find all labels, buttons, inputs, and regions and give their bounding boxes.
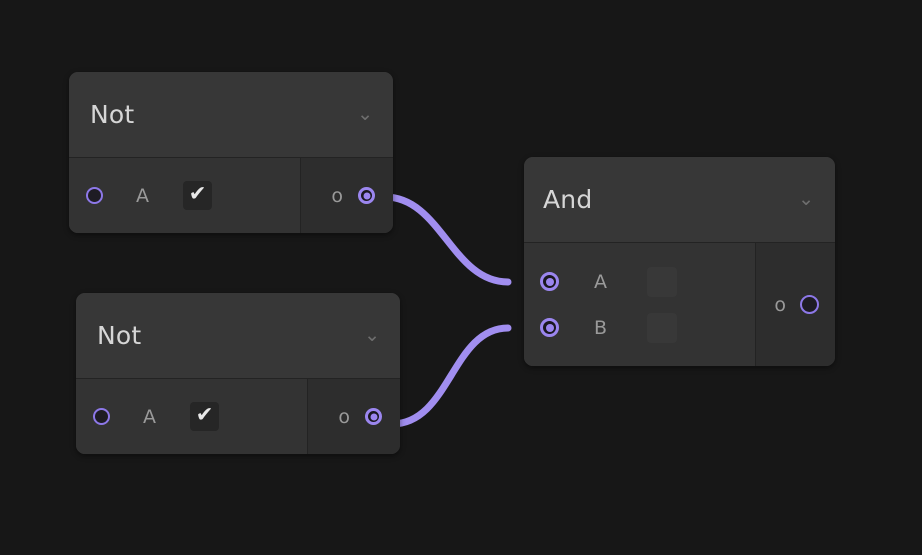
output-port-o[interactable] xyxy=(365,408,382,425)
output-port-label-o: o xyxy=(774,293,786,316)
output-row: o xyxy=(308,379,382,454)
input-checkbox-a[interactable] xyxy=(647,266,677,297)
node-header[interactable]: Not ⌄ xyxy=(69,72,393,157)
node-header[interactable]: Not ⌄ xyxy=(76,293,400,378)
input-port-label-a: A xyxy=(594,270,607,293)
wire-not2-to-and-b[interactable] xyxy=(388,324,512,428)
node-body: A ✔ o xyxy=(76,379,400,454)
node-title: Not xyxy=(97,321,142,350)
input-port-a[interactable] xyxy=(93,408,110,425)
input-checkbox-a[interactable]: ✔ xyxy=(190,402,219,431)
input-port-label-b: B xyxy=(594,316,608,339)
output-row: o xyxy=(756,282,819,328)
input-row: A xyxy=(540,259,755,305)
node-header-divider xyxy=(76,378,400,379)
check-icon: ✔ xyxy=(195,402,214,427)
input-port-a[interactable] xyxy=(86,187,103,204)
node-outputs-column: o xyxy=(755,243,835,366)
node-outputs-column: o xyxy=(300,158,393,233)
output-port-label-o: o xyxy=(338,405,350,428)
node-title: And xyxy=(543,185,593,214)
node-header[interactable]: And ⌄ xyxy=(524,157,835,242)
node-inputs-column: A B xyxy=(524,243,755,366)
wire-not1-to-and-a[interactable] xyxy=(381,193,512,286)
input-port-label-a: A xyxy=(143,405,156,428)
node-header-divider xyxy=(524,242,835,243)
node-inputs-column: A ✔ xyxy=(69,158,300,233)
input-port-label-a: A xyxy=(136,184,149,207)
node-body: A B o xyxy=(524,243,835,366)
graph-node-not-1[interactable]: Not ⌄ A ✔ o xyxy=(69,72,393,233)
output-port-label-o: o xyxy=(331,184,343,207)
node-inputs-column: A ✔ xyxy=(76,379,307,454)
input-port-a[interactable] xyxy=(540,272,559,291)
node-title: Not xyxy=(90,100,135,129)
input-row: B xyxy=(540,305,755,351)
output-port-o[interactable] xyxy=(800,295,819,314)
input-checkbox-a[interactable]: ✔ xyxy=(183,181,212,210)
node-header-divider xyxy=(69,157,393,158)
output-row: o xyxy=(301,158,375,233)
input-row: A ✔ xyxy=(93,379,307,454)
output-port-o[interactable] xyxy=(358,187,375,204)
input-port-b[interactable] xyxy=(540,318,559,337)
graph-node-not-2[interactable]: Not ⌄ A ✔ o xyxy=(76,293,400,454)
chevron-down-icon[interactable]: ⌄ xyxy=(357,103,373,125)
node-outputs-column: o xyxy=(307,379,400,454)
check-icon: ✔ xyxy=(188,181,207,206)
input-checkbox-b[interactable] xyxy=(647,312,678,343)
graph-node-and-1[interactable]: And ⌄ A B o xyxy=(524,157,835,366)
chevron-down-icon[interactable]: ⌄ xyxy=(364,324,380,346)
chevron-down-icon[interactable]: ⌄ xyxy=(798,188,814,210)
node-body: A ✔ o xyxy=(69,158,393,233)
input-row: A ✔ xyxy=(86,158,300,233)
